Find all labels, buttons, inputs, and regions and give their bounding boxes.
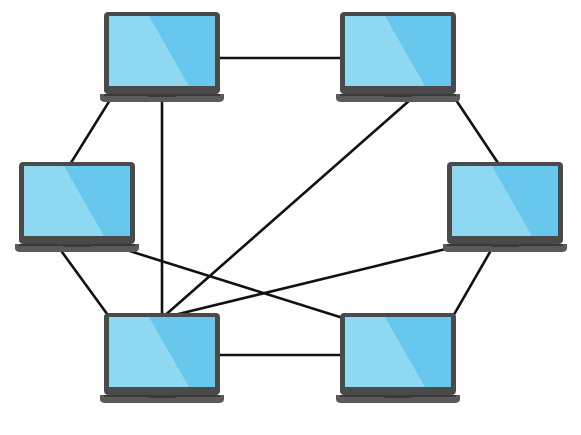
laptop-notch [384,395,412,398]
connection-middle-right-to-bottom-right [450,250,492,320]
laptop-icon [100,12,224,102]
laptop-notch [491,244,519,247]
connection-middle-left-to-bottom-right [118,246,345,320]
connection-middle-left-to-bottom-left [60,250,112,320]
connection-top-right-to-bottom-left [160,98,412,320]
laptop-icon [100,313,224,403]
laptop-notch [384,94,412,97]
laptop-notch [148,94,176,97]
laptop-icon [443,162,567,252]
screen-glare [109,16,189,86]
laptop-icon [336,313,460,403]
laptops [15,12,567,403]
connection-top-right-to-middle-right [454,98,502,168]
laptop-notch [63,244,91,247]
screen-glare [452,166,532,236]
laptop-notch [148,395,176,398]
laptop-icon [336,12,460,102]
laptop-icon [15,162,139,252]
connection-middle-right-to-bottom-left [160,246,452,320]
screen-glare [345,317,425,387]
screen-glare [345,16,425,86]
screen-glare [109,317,189,387]
connection-top-left-to-middle-left [67,98,112,168]
screen-glare [24,166,104,236]
connections [60,56,502,357]
